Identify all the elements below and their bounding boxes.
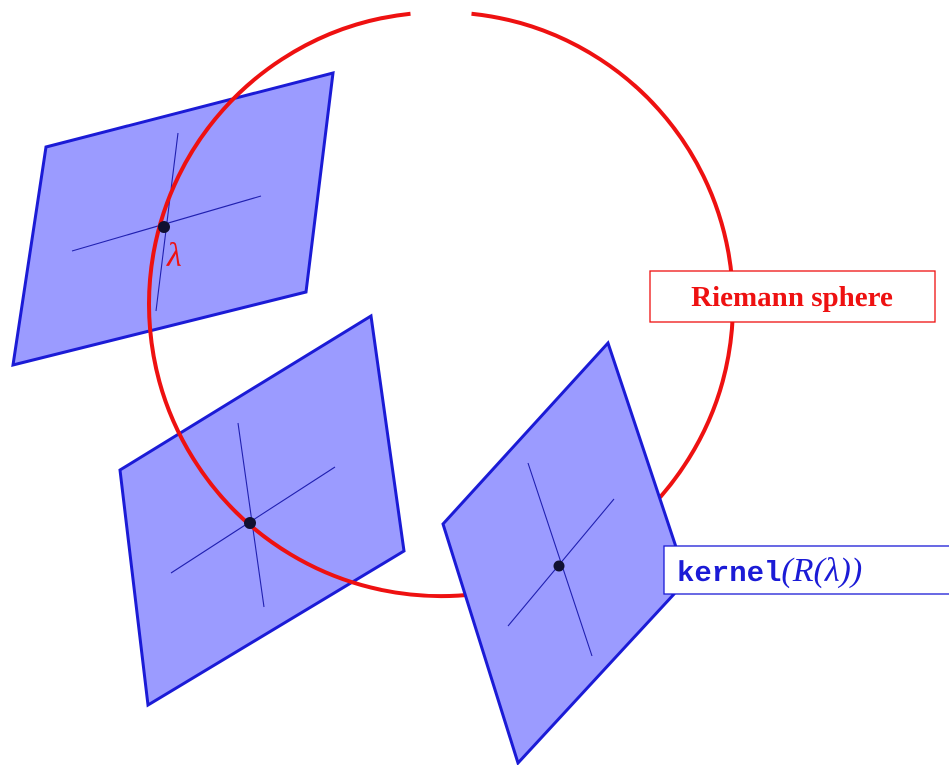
tangent-plane-bottom-right	[441, 340, 689, 765]
riemann-sphere-label-box	[649, 270, 936, 323]
tangent-plane-bottom-left	[118, 313, 406, 708]
tangent-plane-bottom-left-surface	[118, 313, 406, 708]
tangent-plane-top-left-surface	[11, 70, 335, 367]
sphere-point-bottom-right	[553, 560, 565, 572]
tangent-plane-top-left	[11, 70, 335, 367]
kernel-label-function: kernel	[677, 557, 781, 590]
riemann-sphere-label-text: Riemann sphere	[691, 281, 893, 313]
kernel-label-box	[663, 545, 949, 595]
kernel-label-text: kernel(R(λ))	[677, 552, 862, 590]
riemann-sphere-circle	[147, 11, 735, 599]
kernel-label: kernel(R(λ))	[663, 545, 949, 595]
tangent-plane-bottom-right-axis-vertical	[527, 462, 593, 657]
sphere-point-lambda	[158, 221, 170, 233]
sphere-point-bottom-left	[244, 517, 256, 529]
riemann-sphere-label: Riemann sphere	[649, 270, 936, 323]
tangent-plane-bottom-right-surface	[441, 340, 689, 765]
lambda-label: λ	[166, 237, 182, 274]
kernel-label-argument: (R(λ))	[781, 552, 862, 589]
tangent-plane-bottom-left-axis-vertical	[237, 422, 265, 608]
